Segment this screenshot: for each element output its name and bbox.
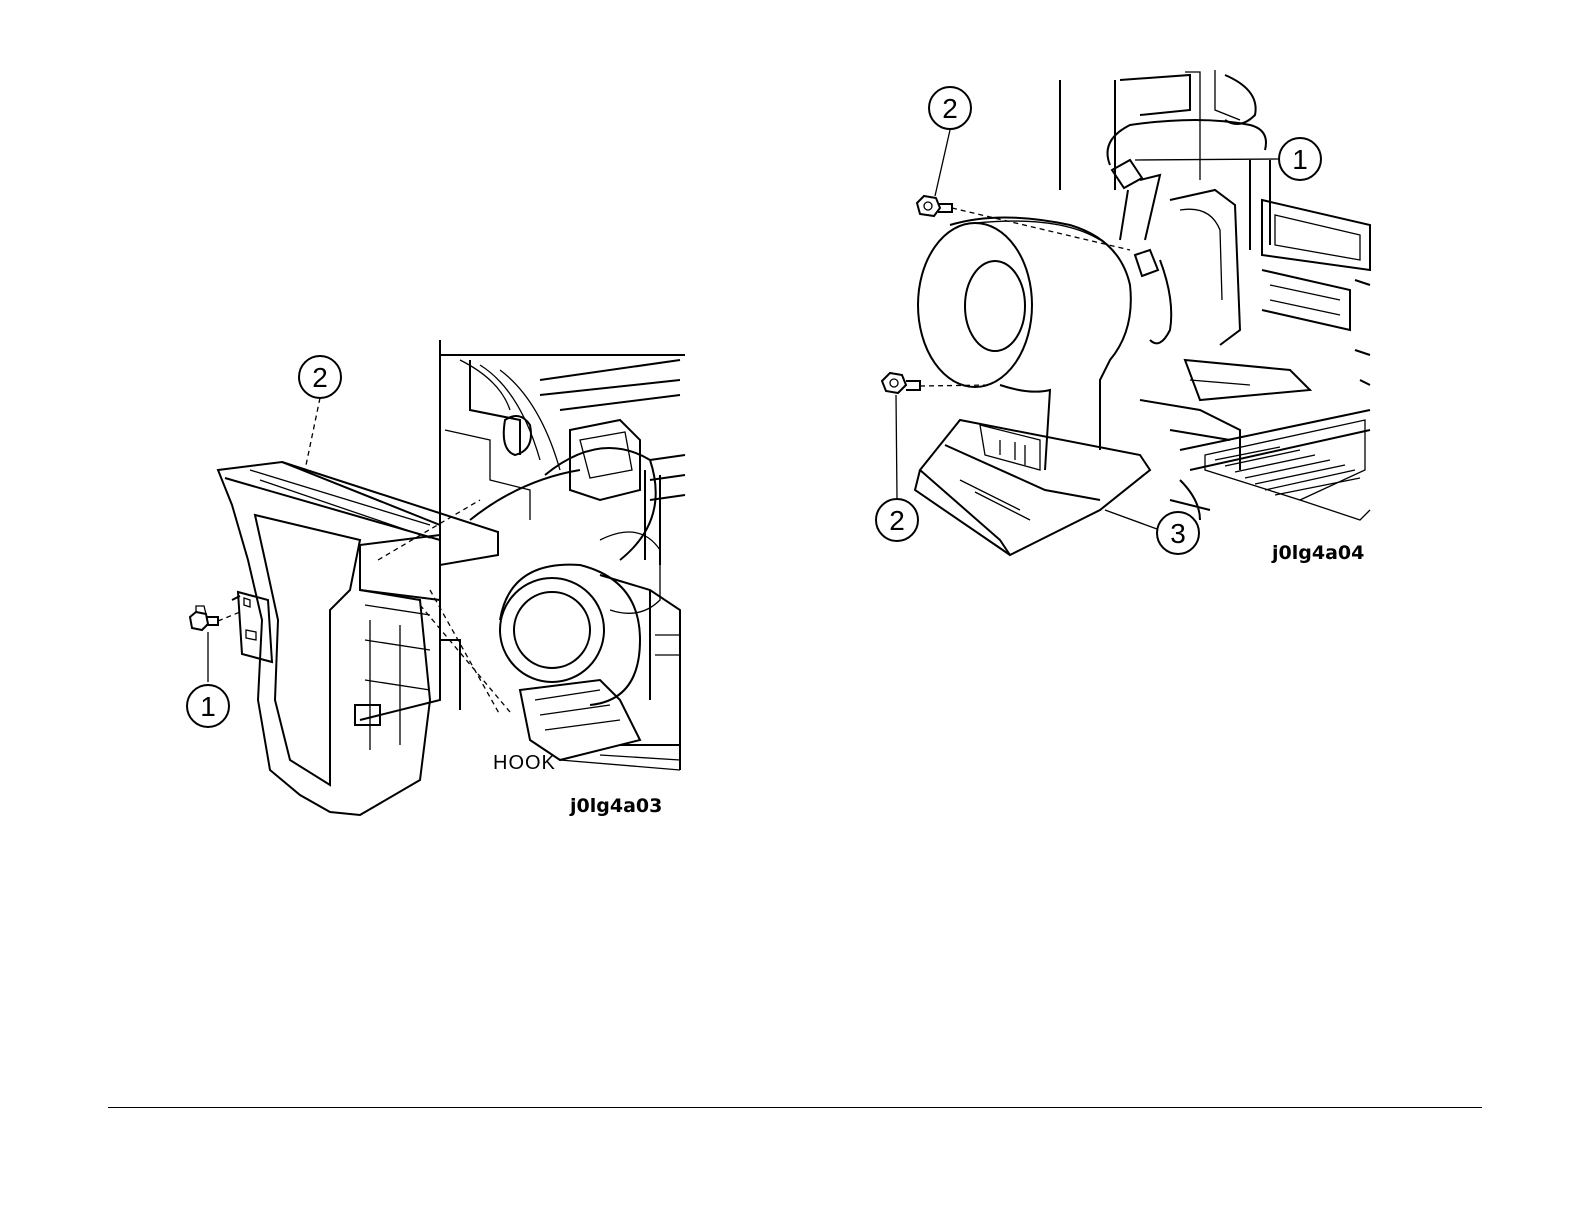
- figure-id-left: j0lg4a03: [569, 795, 662, 817]
- footer-rule: [108, 1107, 1482, 1108]
- screw-top-dashline: [952, 208, 1130, 250]
- right-illustration: 2 1 2 3 j0lg4a04: [876, 70, 1370, 564]
- duct-part: [218, 462, 510, 815]
- machine-frame-left: [440, 340, 685, 770]
- leader-line-r1: [1135, 159, 1278, 160]
- leader-line-r2-top: [935, 130, 950, 196]
- leader-line-r3: [1105, 510, 1157, 529]
- machine-frame-right: [1060, 70, 1370, 520]
- callout-r1: 1: [1279, 138, 1321, 180]
- hook-label: HOOK: [493, 752, 556, 774]
- callout-1-label: 1: [200, 691, 216, 722]
- leader-line-2: [305, 398, 320, 470]
- callout-r2-bottom-label: 2: [889, 505, 905, 536]
- callout-r3-label: 3: [1170, 518, 1186, 549]
- callout-r1-label: 1: [1292, 144, 1308, 175]
- callout-r2-bottom: 2: [876, 499, 918, 541]
- callout-2-label: 2: [312, 362, 328, 393]
- blower-assembly: [915, 218, 1150, 556]
- vent-grille: [1205, 420, 1365, 500]
- figure-id-right: j0lg4a04: [1271, 542, 1364, 564]
- screw-bottom: [882, 373, 920, 393]
- callout-1: 1: [187, 685, 229, 727]
- screw-top: [917, 196, 952, 216]
- callout-r2-top: 2: [929, 87, 971, 129]
- callout-2: 2: [299, 356, 341, 398]
- leader-line-r2-bottom: [896, 395, 897, 498]
- callout-r2-top-label: 2: [942, 93, 958, 124]
- left-illustration: 2 1 HOOK j0lg4a03: [187, 340, 685, 817]
- callout-r3: 3: [1157, 512, 1199, 554]
